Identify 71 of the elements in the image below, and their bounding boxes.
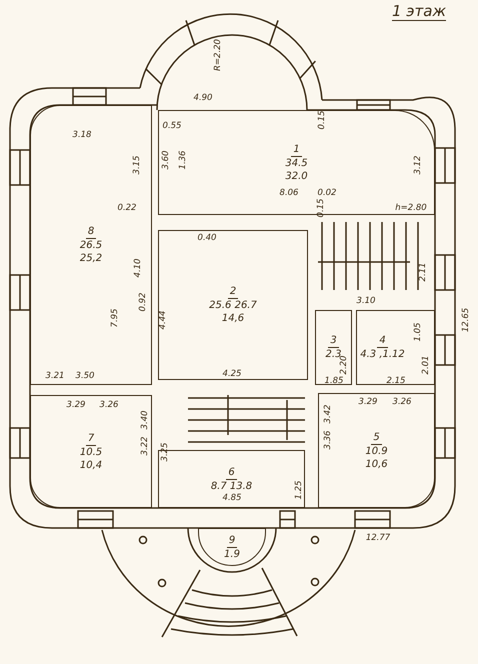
dimension-label: 3.40 xyxy=(140,410,150,430)
room-number: 9 xyxy=(226,534,238,548)
dimension-label: 12.65 xyxy=(461,308,471,332)
room-number: 5 xyxy=(371,430,382,444)
room-number: 7 xyxy=(86,432,96,446)
dimension-label: R=2.20 xyxy=(213,39,223,71)
room-number: 3 xyxy=(328,334,339,348)
room xyxy=(30,395,152,508)
dimension-label: 3.12 xyxy=(413,156,423,174)
room xyxy=(158,230,308,380)
room-area: 10.9 xyxy=(363,444,390,458)
dimension-label: 3.42 xyxy=(323,404,333,424)
dimension-label: 8.06 xyxy=(280,188,298,198)
room-area: 32.0 xyxy=(283,170,310,182)
dimension-label: 3.36 xyxy=(323,430,333,450)
room-area: 8.7 13.8 xyxy=(208,480,254,492)
dimension-label: 4.44 xyxy=(158,310,168,330)
room xyxy=(318,393,435,508)
room xyxy=(30,105,152,385)
dimension-label: 2.11 xyxy=(418,262,428,282)
dimension-label: 0.55 xyxy=(162,121,182,131)
dimension-label: 4.10 xyxy=(133,258,143,278)
dimension-label: 0.15 xyxy=(317,110,327,130)
room-area: 25,2 xyxy=(78,252,104,265)
dimension-label: 3.10 xyxy=(356,296,376,306)
room-area: 25.6 26.7 xyxy=(207,299,259,312)
dimension-label: 3.21 xyxy=(46,371,64,381)
room-area: 14,6 xyxy=(220,312,246,325)
dimension-label: 2.01 xyxy=(421,356,431,374)
dimension-label: 3.22 xyxy=(140,436,150,456)
room-number: 6 xyxy=(226,466,237,480)
dimension-label: 3.29 xyxy=(358,397,378,407)
room-area: 34.5 xyxy=(283,156,310,170)
room-number: 4 xyxy=(377,334,388,348)
dimension-label: 3.26 xyxy=(392,397,412,407)
room-area: 10,6 xyxy=(363,458,390,470)
dimension-label: 3.26 xyxy=(100,400,118,410)
dimension-label: 3.29 xyxy=(66,400,86,410)
room-area: 26.5 xyxy=(78,239,104,252)
room xyxy=(315,310,352,385)
dimension-label: 1.85 xyxy=(324,376,344,386)
dimension-label: 7.95 xyxy=(110,308,120,328)
dimension-label: 0.02 xyxy=(318,188,336,198)
dimension-label: 4.85 xyxy=(222,493,242,503)
dimension-label: 1.36 xyxy=(178,150,188,170)
dimension-label: 0.92 xyxy=(138,292,148,312)
dimension-label: 4.90 xyxy=(194,93,212,103)
room xyxy=(356,310,435,385)
room-number: 8 xyxy=(86,225,96,239)
plan-title: 1 этаж xyxy=(392,2,446,21)
room-area: 10.5 xyxy=(78,446,104,458)
room-area: 10,4 xyxy=(78,458,104,472)
dimension-label: 3.15 xyxy=(132,156,142,174)
room-number: 2 xyxy=(228,285,238,299)
dimension-label: 0.22 xyxy=(118,203,136,213)
dimension-label: 2.15 xyxy=(386,376,406,386)
room-area: 4.3 ,1.12 xyxy=(358,348,407,361)
porch xyxy=(198,528,266,566)
dimension-label: 1.05 xyxy=(413,322,423,342)
dimension-label: 4.25 xyxy=(222,369,242,379)
dimension-label: 1.25 xyxy=(294,480,304,500)
dimension-label: h=2.80 xyxy=(395,203,427,213)
dimension-label: 2.20 xyxy=(339,356,349,374)
room-number: 1 xyxy=(291,142,302,156)
dimension-label: 3.60 xyxy=(161,150,171,170)
dimension-label: 0.15 xyxy=(316,198,326,218)
dimension-label: 0.40 xyxy=(198,233,216,243)
room-area: 1.9 xyxy=(222,548,242,560)
dimension-label: 12.77 xyxy=(366,533,390,543)
dimension-label: 3.50 xyxy=(76,371,94,381)
dimension-label: 3.18 xyxy=(72,130,92,140)
